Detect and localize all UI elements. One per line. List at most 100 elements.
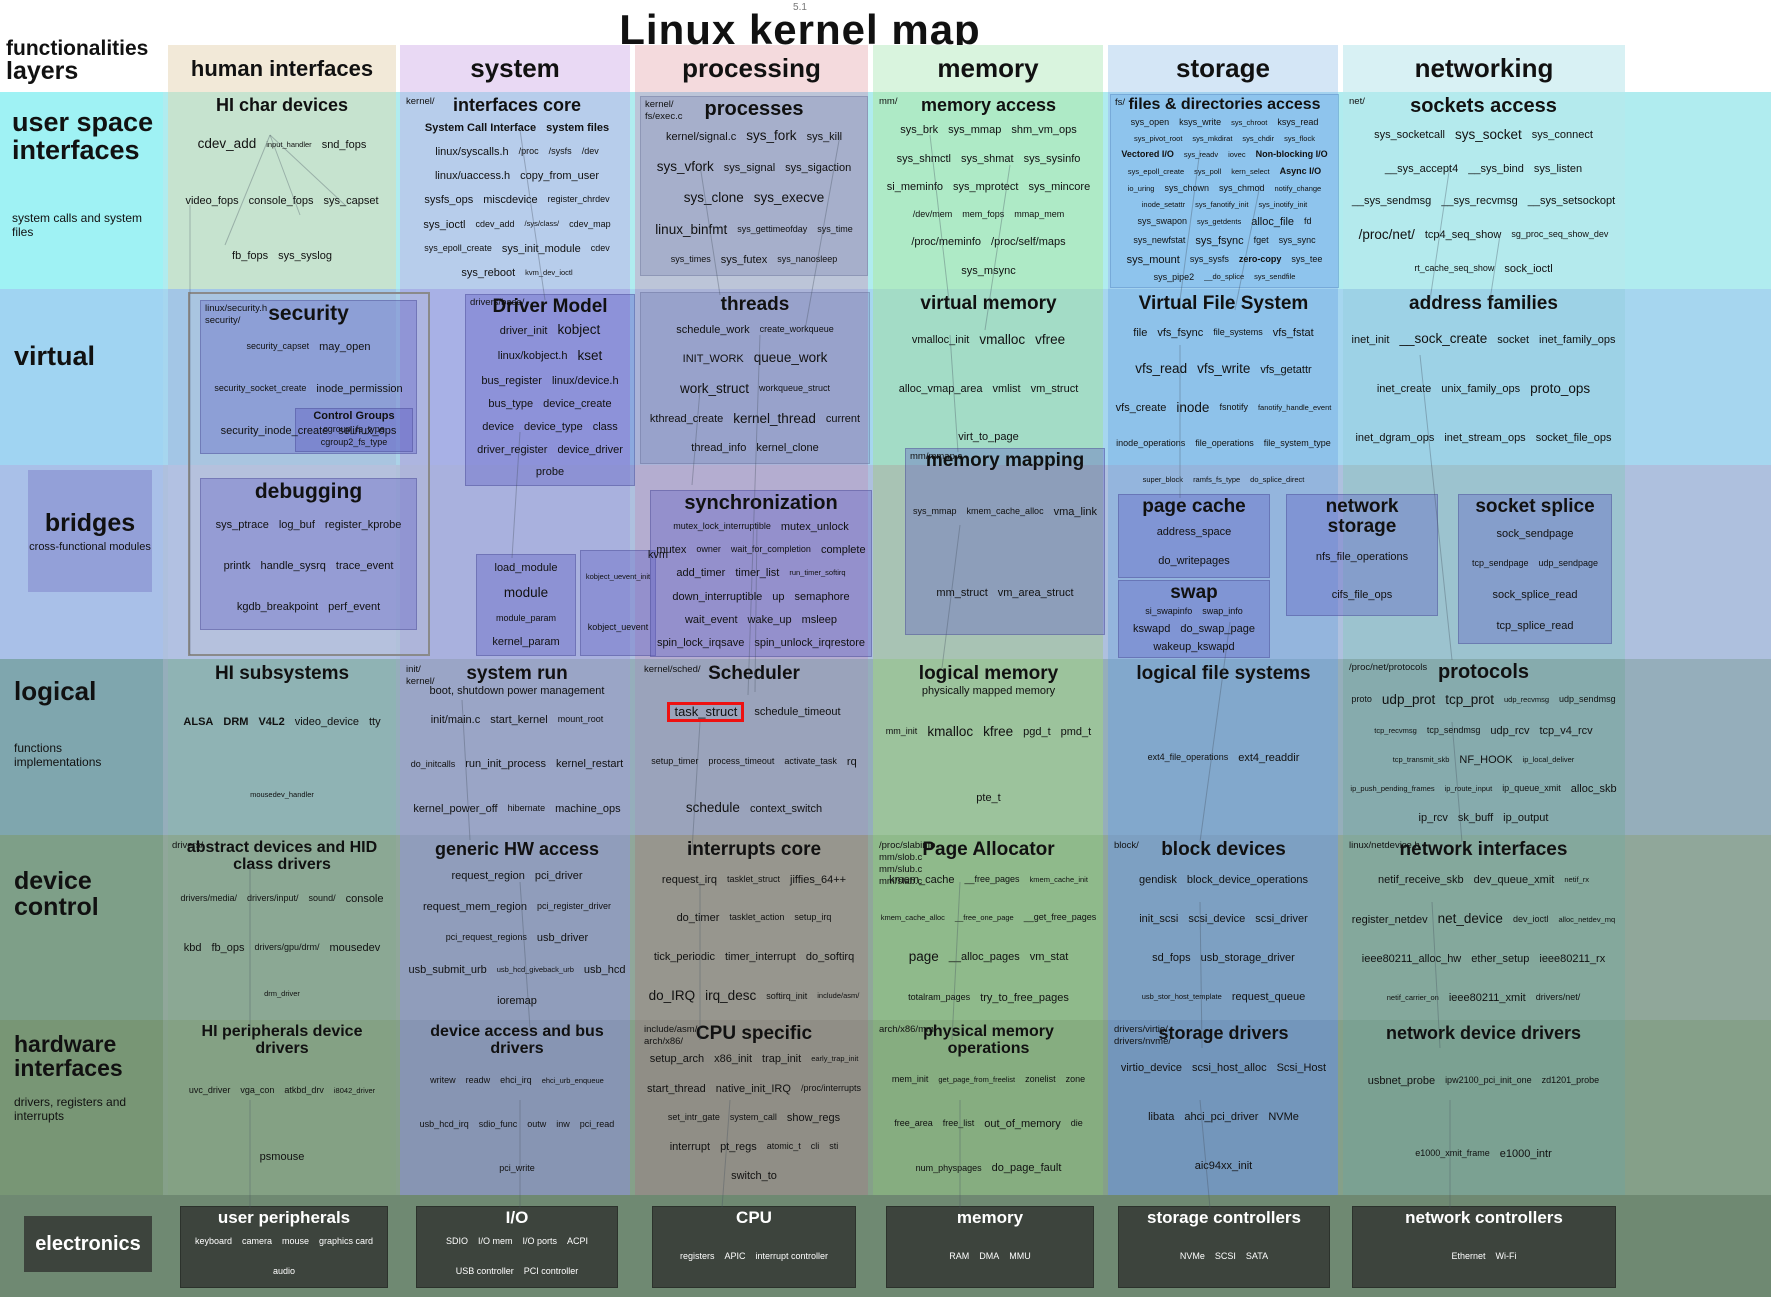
- label-sys-epoll-create[interactable]: sys_epoll_create: [424, 242, 492, 253]
- label-vfs-read[interactable]: vfs_read: [1135, 361, 1188, 377]
- label-msleep[interactable]: msleep: [801, 613, 838, 626]
- label-outw[interactable]: outw: [527, 1118, 547, 1129]
- label-pt-regs[interactable]: pt_regs: [720, 1141, 757, 1154]
- label-pte-t[interactable]: pte_t: [976, 792, 1001, 805]
- label-console[interactable]: console: [345, 892, 384, 905]
- label-ether-setup[interactable]: ether_setup: [1471, 953, 1530, 966]
- label-e1000-intr[interactable]: e1000_intr: [1499, 1148, 1552, 1161]
- label-sound[interactable]: sound/: [308, 893, 336, 904]
- label-get-free-pages[interactable]: __get_free_pages: [1023, 912, 1097, 923]
- label-video-fops[interactable]: video_fops: [185, 194, 239, 207]
- label-setup-timer[interactable]: setup_timer: [651, 755, 699, 766]
- label-sys-init-module[interactable]: sys_init_module: [501, 242, 581, 255]
- label-kswapd[interactable]: kswapd: [1133, 622, 1171, 635]
- label-pci-driver[interactable]: pci_driver: [534, 869, 583, 882]
- label-atkbd-drv[interactable]: atkbd_drv: [284, 1085, 324, 1096]
- label-vfs-getattr[interactable]: vfs_getattr: [1260, 363, 1312, 376]
- label-system-call[interactable]: system_call: [729, 1111, 777, 1122]
- label-kset[interactable]: kset: [577, 348, 603, 364]
- path-label-drivers[interactable]: drivers/: [172, 840, 204, 851]
- label-vmlist[interactable]: vmlist: [992, 383, 1021, 396]
- label-ext4-file-operations[interactable]: ext4_file_operations: [1147, 752, 1229, 763]
- path-label-kernel-sched[interactable]: kernel/sched/: [644, 664, 701, 675]
- label-i8042-driver[interactable]: i8042_driver: [333, 1086, 376, 1095]
- label-mousedev-handler[interactable]: mousedev_handler: [250, 790, 314, 800]
- label-netif-carrier-on[interactable]: netif_carrier_on: [1386, 992, 1439, 1002]
- label-sk-buff[interactable]: sk_buff: [1457, 812, 1494, 825]
- label-do-writepages[interactable]: do_writepages: [1158, 555, 1230, 568]
- section-title-sockets-access[interactable]: sockets access: [1410, 95, 1557, 117]
- label-readw[interactable]: readw: [465, 1074, 491, 1085]
- label-semaphore[interactable]: semaphore: [794, 590, 850, 603]
- label-vfs-fstat[interactable]: vfs_fstat: [1272, 326, 1314, 339]
- label-free-one-page[interactable]: __free_one_page: [954, 913, 1014, 923]
- path-label-arch-x86[interactable]: arch/x86/: [644, 1035, 684, 1047]
- label-udp-prot[interactable]: udp_prot: [1381, 691, 1436, 707]
- label-vmalloc[interactable]: vmalloc: [979, 331, 1026, 347]
- label-spin-lock-irqsave[interactable]: spin_lock_irqsave: [656, 637, 745, 650]
- label-sys-shmat[interactable]: sys_shmat: [960, 152, 1014, 165]
- label-ethernet[interactable]: Ethernet: [1451, 1250, 1486, 1261]
- label-do-splice[interactable]: __do_splice: [1204, 272, 1245, 282]
- label-shm-vm-ops[interactable]: shm_vm_ops: [1011, 124, 1077, 137]
- label-unix-family-ops[interactable]: unix_family_ops: [1441, 383, 1521, 396]
- section-title-synchronization[interactable]: synchronization: [684, 492, 838, 514]
- label-netif-receive-skb[interactable]: netif_receive_skb: [1378, 874, 1464, 887]
- label-cgroup2-fs-type[interactable]: cgroup2_fs_type: [320, 437, 388, 448]
- label-ioremap[interactable]: ioremap: [497, 995, 537, 1008]
- label-do-softirq[interactable]: do_softirq: [805, 950, 855, 963]
- label-sock-ioctl[interactable]: sock_ioctl: [1504, 262, 1553, 275]
- label-printk[interactable]: printk: [223, 559, 251, 572]
- label-sys-pivot-root[interactable]: sys_pivot_root: [1134, 134, 1183, 144]
- label-address-space[interactable]: address_space: [1156, 526, 1232, 539]
- label-mm-struct[interactable]: mm_struct: [936, 586, 988, 599]
- label-thread-info[interactable]: thread_info: [691, 442, 747, 455]
- label-cifs-file-ops[interactable]: cifs_file_ops: [1331, 588, 1393, 601]
- label-cdev-add[interactable]: cdev_add: [197, 136, 257, 152]
- path-label-fs-exec-c[interactable]: fs/exec.c: [645, 110, 683, 122]
- label-switch-to[interactable]: switch_to: [731, 1170, 777, 1183]
- label-si-meminfo[interactable]: si_meminfo: [886, 181, 944, 194]
- label-sys-mount[interactable]: sys_mount: [1126, 253, 1180, 266]
- label-wait-event[interactable]: wait_event: [684, 613, 738, 626]
- label-fb-ops[interactable]: fb_ops: [211, 941, 245, 954]
- label-notify-change[interactable]: notify_change: [1274, 183, 1322, 193]
- label-tty[interactable]: tty: [368, 716, 381, 729]
- label-non-blocking-i-o[interactable]: Non-blocking I/O: [1255, 149, 1328, 160]
- label-sys-times[interactable]: sys_times: [670, 253, 711, 264]
- label-dev-mem[interactable]: /dev/mem: [912, 208, 953, 219]
- label-sys-mprotect[interactable]: sys_mprotect: [953, 181, 1019, 194]
- label-console-fops[interactable]: console_fops: [248, 194, 314, 207]
- label-kmem-cache-init[interactable]: kmem_cache_init: [1029, 875, 1088, 885]
- label-sys-sysinfo[interactable]: sys_sysinfo: [1023, 152, 1081, 165]
- label-zd1201-probe[interactable]: zd1201_probe: [1541, 1074, 1600, 1085]
- label-cgroup-fs-type[interactable]: cgroup_fs_type: [323, 424, 385, 435]
- section-title-security[interactable]: security: [268, 302, 349, 325]
- label-drm-driver[interactable]: drm_driver: [264, 989, 300, 999]
- label-sys-newfstat[interactable]: sys_newfstat: [1133, 234, 1186, 245]
- section-title-hi-peripherals[interactable]: HI peripherals device drivers: [201, 1023, 363, 1057]
- label-inode-permission[interactable]: inode_permission: [316, 382, 403, 395]
- label-pmd-t[interactable]: pmd_t: [1060, 725, 1092, 738]
- label-udp-recvmsg[interactable]: udp_recvmsg: [1504, 694, 1550, 704]
- path-label-net[interactable]: net/: [1349, 96, 1365, 107]
- path-label-mm[interactable]: mm/: [879, 96, 898, 107]
- label-bus-type[interactable]: bus_type: [488, 397, 534, 410]
- label-get-page-from-freelist[interactable]: get_page_from_freelist: [938, 1074, 1016, 1084]
- label-task-struct[interactable]: task_struct: [667, 701, 745, 723]
- label-totalram-pages[interactable]: totalram_pages: [908, 991, 971, 1002]
- label-tcp-splice-read[interactable]: tcp_splice_read: [1496, 620, 1574, 633]
- label-sys-clone[interactable]: sys_clone: [683, 190, 744, 206]
- label-sys-syslog[interactable]: sys_syslog: [278, 249, 332, 262]
- label-process-timeout[interactable]: process_timeout: [708, 755, 775, 766]
- label-netif-rx[interactable]: netif_rx: [1564, 874, 1589, 884]
- label-super-block[interactable]: super_block: [1142, 474, 1184, 484]
- label-vga-con[interactable]: vga_con: [240, 1085, 275, 1096]
- label-perf-event[interactable]: perf_event: [328, 601, 381, 614]
- label-ieee80211-xmit[interactable]: ieee80211_xmit: [1448, 991, 1526, 1004]
- path-label-mm-slub-c[interactable]: mm/slub.c: [879, 863, 923, 875]
- label-sys-ptrace[interactable]: sys_ptrace: [215, 518, 269, 531]
- label-proc-self-maps[interactable]: /proc/self/maps: [991, 236, 1066, 249]
- label-proto-ops[interactable]: proto_ops: [1530, 380, 1591, 396]
- label-proc[interactable]: /proc: [518, 146, 539, 157]
